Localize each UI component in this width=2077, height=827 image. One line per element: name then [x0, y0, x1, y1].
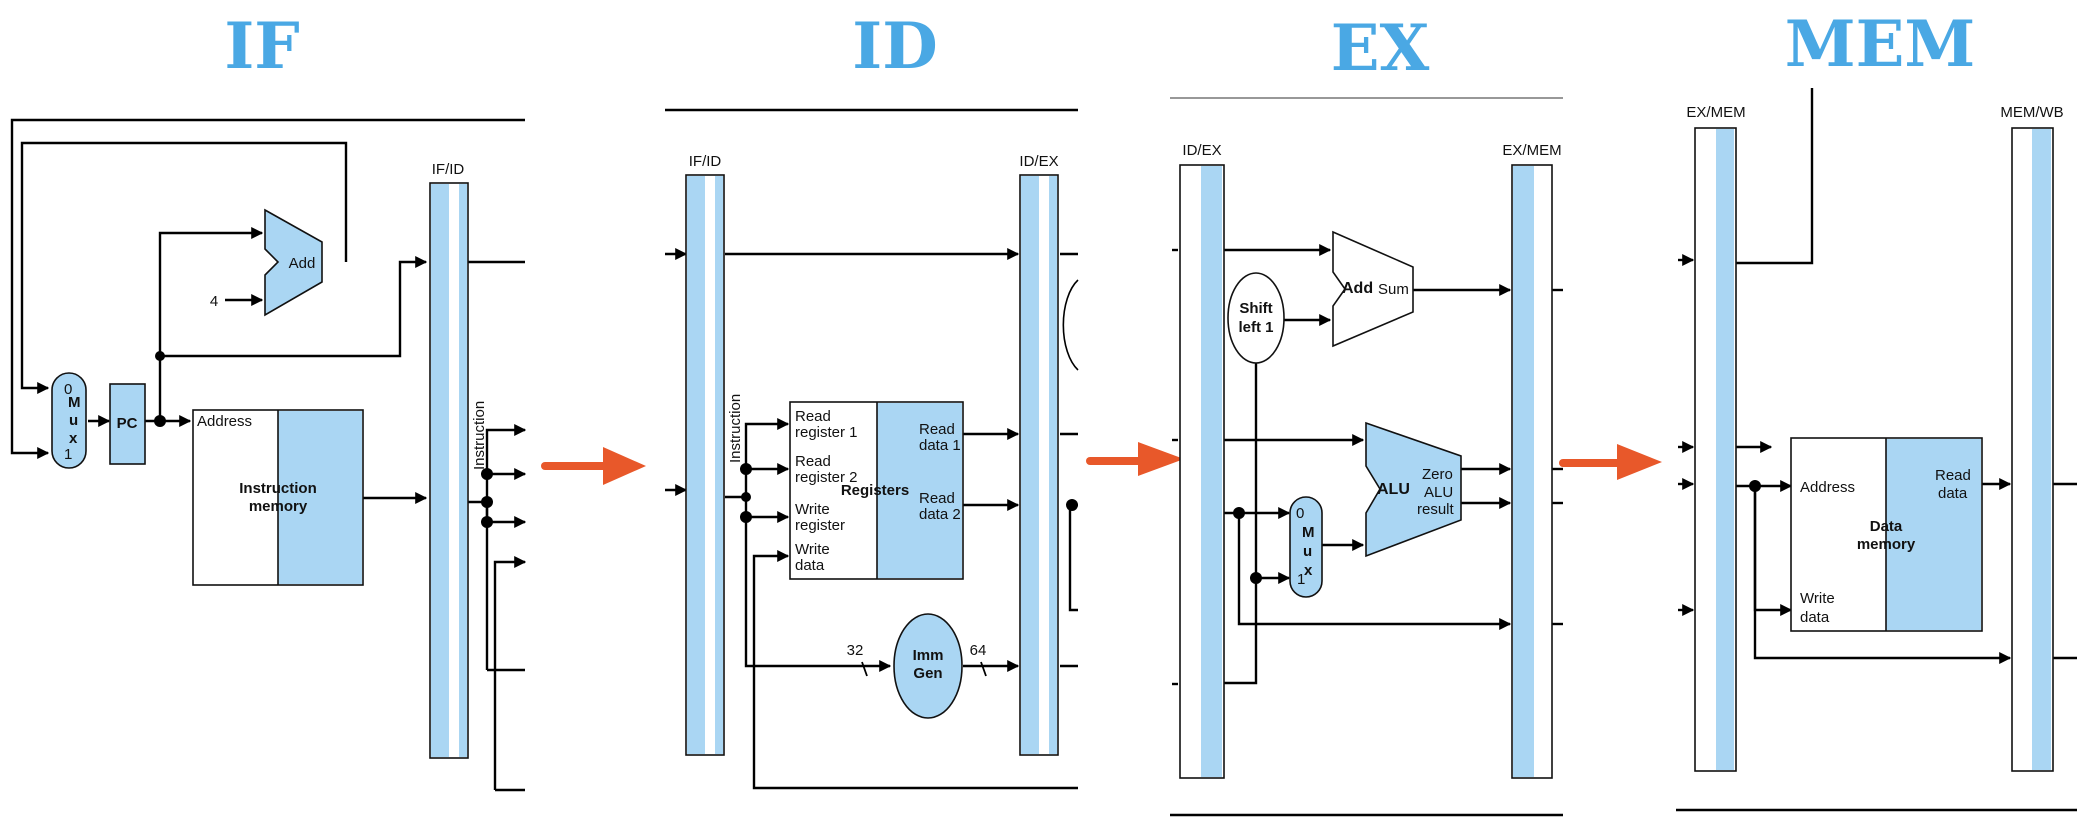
ex-adder: [1332, 230, 1414, 348]
rf-write-data-b: data: [795, 557, 825, 574]
alu-label: ALU: [1377, 481, 1410, 498]
ex-mux-u: u: [1303, 543, 1312, 560]
stage-title-id: ID: [852, 9, 937, 84]
id-panel: IF/ID Instruction ID/EX Read register 1 …: [665, 108, 1079, 790]
dmem-label-2: memory: [1857, 536, 1916, 553]
stage-title-if: IF: [224, 9, 299, 84]
id-instruction-label: Instruction: [727, 394, 744, 463]
imem-label-1: Instruction: [239, 480, 317, 497]
alu: [1365, 421, 1462, 558]
rf-write-data-a: Write: [795, 541, 830, 558]
dmem-write-data-b: data: [1800, 609, 1830, 626]
dmem-label-1: Data: [1870, 518, 1903, 535]
wire-branch-target: [10, 118, 525, 459]
ex-mux-in1: 1: [1297, 571, 1305, 588]
rf-read-data2-b: data 2: [919, 506, 961, 523]
const-four: 4: [210, 293, 218, 310]
ex-adder-sum: Sum: [1378, 281, 1409, 298]
rf-read-data1-b: data 1: [919, 437, 961, 454]
shift-label-2: left 1: [1238, 319, 1273, 336]
ex-mux-m: M: [1302, 524, 1315, 541]
rf-read-reg2-b: register 2: [795, 469, 858, 486]
if-mux-x: x: [69, 430, 78, 447]
if-adder-label: Add: [289, 255, 316, 272]
imm-width-in: 32: [847, 642, 864, 659]
if-id-register-label: IF/ID: [432, 161, 465, 178]
dmem-write-data-a: Write: [1800, 590, 1835, 607]
imem-label-2: memory: [249, 498, 308, 515]
wire-adder-out: [20, 141, 348, 394]
if-instruction-label: Instruction: [471, 401, 488, 470]
rf-name: Registers: [841, 482, 909, 499]
stage-arrow-3: [1559, 444, 1662, 480]
rf-read-reg2-a: Read: [795, 453, 831, 470]
alu-result-label-2: result: [1417, 501, 1455, 518]
stage-title-mem: MEM: [1785, 7, 1975, 82]
alu-zero-label: Zero: [1422, 466, 1453, 483]
rf-read-reg1-a: Read: [795, 408, 831, 425]
pc-label: PC: [117, 415, 138, 432]
id-right-register-label: ID/EX: [1019, 153, 1058, 170]
ex-mux: [1289, 496, 1323, 598]
if-mux: [51, 372, 87, 469]
shift-left-unit: [1227, 272, 1285, 364]
dmem-read-data-b: data: [1938, 485, 1968, 502]
imm-width-out: 64: [970, 642, 987, 659]
if-mux-m: M: [68, 394, 81, 411]
stage-arrow-2: [1086, 442, 1184, 476]
rf-read-data2-a: Read: [919, 490, 955, 507]
imm-gen-label-1: Imm: [913, 647, 944, 664]
if-adder: [264, 208, 323, 317]
ex-adder-label: Add: [1342, 280, 1373, 297]
dmem-read-data-a: Read: [1935, 467, 1971, 484]
imem-address: Address: [197, 413, 252, 430]
if-mux-in1: 1: [64, 446, 72, 463]
ex-panel: ID/EX EX/MEM Shift left 1 Add Sum ALU Ze…: [1170, 97, 1563, 817]
rf-read-data1-a: Read: [919, 421, 955, 438]
rf-read-reg1-b: register 1: [795, 424, 858, 441]
mem-right-register-label: MEM/WB: [2000, 104, 2063, 121]
stage-arrow-1: [541, 447, 646, 485]
ex-right-register-label: EX/MEM: [1502, 142, 1561, 159]
rf-write-reg-a: Write: [795, 501, 830, 518]
ex-mux-in0: 0: [1296, 505, 1304, 522]
ex-left-register-label: ID/EX: [1182, 142, 1221, 159]
if-mux-in0: 0: [64, 381, 72, 398]
if-mux-u: u: [69, 412, 78, 429]
pc-register: [109, 383, 146, 465]
ex-mux-x: x: [1304, 562, 1313, 579]
stage-title-ex: EX: [1331, 11, 1430, 86]
dmem-address: Address: [1800, 479, 1855, 496]
alu-result-label-1: ALU: [1424, 484, 1453, 501]
imm-gen-label-2: Gen: [913, 665, 942, 682]
mem-left-register-label: EX/MEM: [1686, 104, 1745, 121]
imm-gen: [893, 613, 963, 719]
mem-panel: EX/MEM MEM/WB Address Write data Read da…: [1676, 88, 2077, 812]
id-left-register-label: IF/ID: [689, 153, 722, 170]
shift-label-1: Shift: [1239, 300, 1272, 317]
if-panel: 0 M u x 1 PC Add 4 Address Instruction m…: [10, 118, 527, 792]
rf-write-reg-b: register: [795, 517, 845, 534]
